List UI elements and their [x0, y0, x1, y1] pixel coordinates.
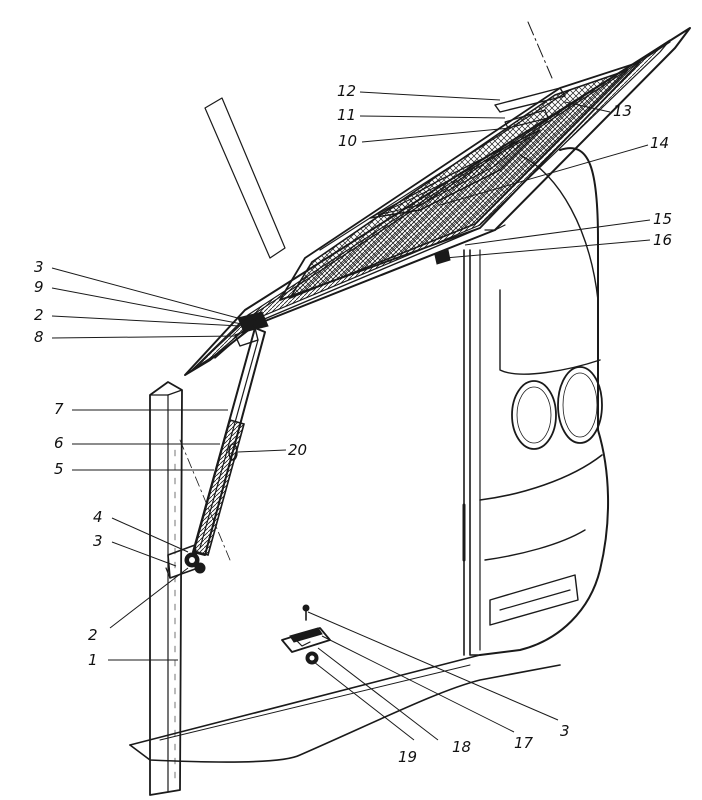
gas-strut — [192, 327, 266, 556]
callout-9: 9 — [34, 278, 44, 296]
callout-16: 16 — [653, 231, 672, 249]
vehicle-rear-body — [462, 147, 609, 656]
callout-3-upper: 3 — [34, 258, 44, 276]
body-pillar — [149, 381, 183, 796]
callout-10: 10 — [338, 132, 357, 150]
glass-guide-bar — [204, 97, 286, 259]
callout-20: 20 — [288, 441, 307, 459]
callout-12: 12 — [337, 82, 356, 100]
hinge-axis-lines — [179, 21, 553, 561]
tail-light-left — [511, 380, 557, 450]
callout-3-middle: 3 — [93, 532, 103, 550]
callout-17: 17 — [514, 734, 534, 752]
tailgate-door — [184, 27, 691, 376]
callout-11: 11 — [337, 106, 356, 124]
leader-lines — [51, 91, 651, 741]
rear-sill — [129, 654, 561, 763]
callout-15: 15 — [653, 210, 672, 228]
callout-14: 14 — [650, 134, 669, 152]
lock-striker-plate — [281, 604, 331, 665]
callout-6: 6 — [54, 434, 64, 452]
callout-4: 4 — [93, 508, 103, 526]
callout-labels: 12 11 10 13 14 15 16 3 9 2 8 7 6 5 20 4 … — [34, 82, 672, 766]
callout-18: 18 — [452, 738, 471, 756]
lower-strut-mount — [165, 544, 206, 579]
callout-5: 5 — [54, 460, 64, 478]
callout-2-lower: 2 — [88, 626, 98, 644]
callout-8: 8 — [34, 328, 44, 346]
tail-light-right — [557, 366, 603, 444]
upper-hinge-bracket — [234, 311, 269, 347]
callout-13: 13 — [613, 102, 632, 120]
callout-1: 1 — [88, 651, 98, 669]
callout-2-upper: 2 — [34, 306, 44, 324]
callout-3-lower: 3 — [560, 722, 570, 740]
callout-19: 19 — [398, 748, 417, 766]
callout-7: 7 — [54, 400, 64, 418]
